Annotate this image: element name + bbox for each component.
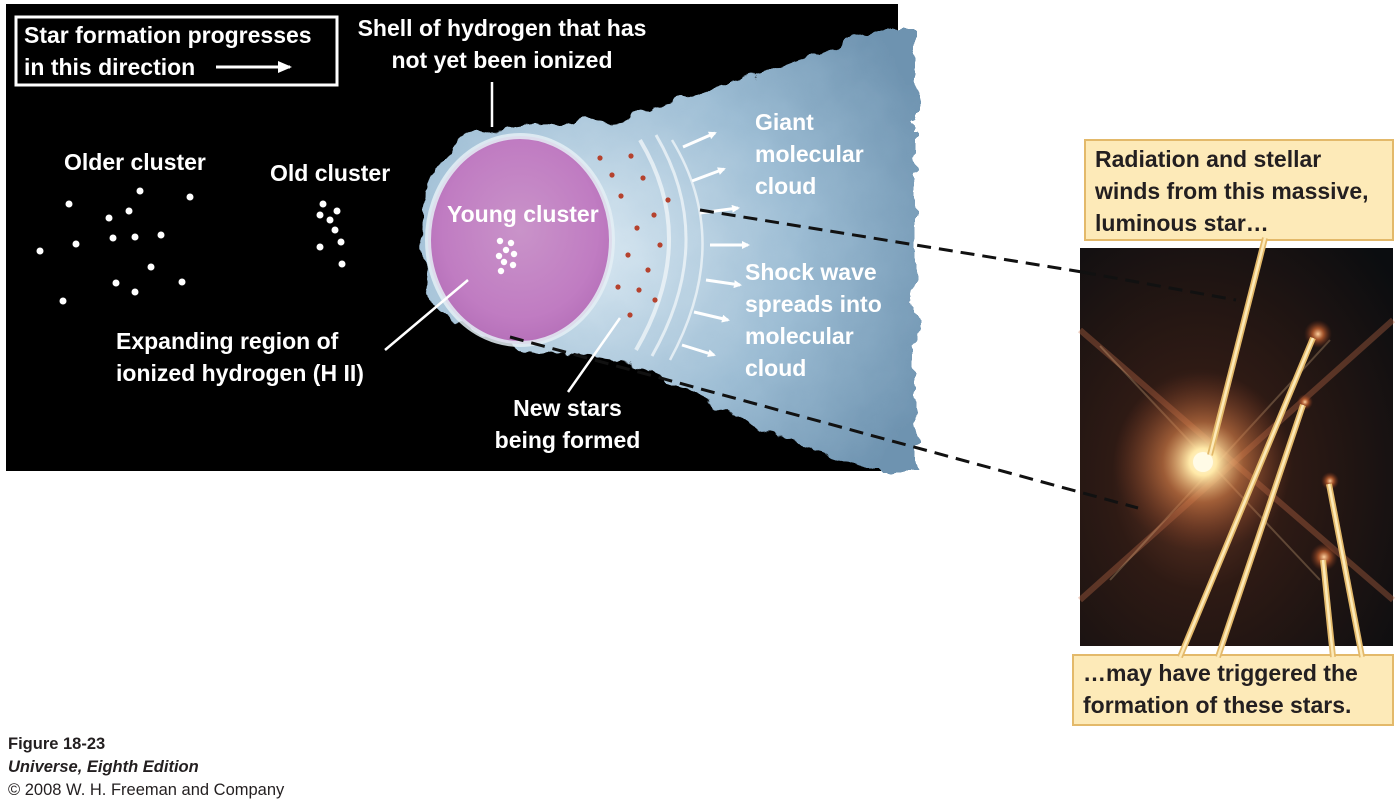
new-star-dot xyxy=(627,312,633,318)
older-cluster-label: Older cluster xyxy=(64,149,206,175)
new-star-dot xyxy=(636,287,642,293)
new-star-dot xyxy=(640,175,646,181)
radiation-callout: Radiation and stellar winds from this ma… xyxy=(1095,146,1369,236)
young-cluster-stars xyxy=(495,237,518,275)
copyright-line: © 2008 W. H. Freeman and Company xyxy=(8,781,285,799)
new-star-dot xyxy=(645,267,651,273)
new-stars-label: New stars being formed xyxy=(494,395,641,453)
new-star-dot xyxy=(609,172,615,178)
direction-box xyxy=(14,15,339,87)
new-star-dot xyxy=(657,242,663,248)
book-title: Universe, Eighth Edition xyxy=(8,758,199,776)
hii-region xyxy=(425,133,615,347)
new-star-dot xyxy=(615,284,621,290)
new-star-dot xyxy=(651,212,657,218)
new-star-dot xyxy=(634,225,640,231)
figure-number: Figure 18-23 xyxy=(8,735,106,753)
callout-graphics xyxy=(1072,139,1394,726)
new-star-dot xyxy=(618,193,624,199)
young-cluster-label: Young cluster xyxy=(447,201,599,227)
shock-wave-label: Shock wave spreads into molecular cloud xyxy=(745,259,882,381)
old-cluster-label: Old cluster xyxy=(270,160,391,186)
old-cluster-stars xyxy=(316,200,346,268)
label-pointers xyxy=(384,82,622,393)
new-star-dot xyxy=(625,252,631,258)
older-cluster-stars xyxy=(36,187,194,305)
triggered-callout: …may have triggered the formation of the… xyxy=(1083,660,1358,718)
new-star-dot xyxy=(597,155,603,161)
shell-label: Shell of hydrogen that has not yet been … xyxy=(357,15,647,73)
new-star-dot xyxy=(628,153,634,159)
new-star-dot xyxy=(665,197,671,203)
giant-cloud-label: Giant molecular cloud xyxy=(755,109,864,199)
new-star-dots xyxy=(597,153,671,318)
new-star-dot xyxy=(652,297,658,303)
shock-wave-arcs xyxy=(634,134,704,361)
direction-label: Star formation progresses in this direct… xyxy=(24,22,312,80)
projection-lines xyxy=(509,208,1237,510)
expanding-region-label: Expanding region of ionized hydrogen (H … xyxy=(116,328,364,386)
